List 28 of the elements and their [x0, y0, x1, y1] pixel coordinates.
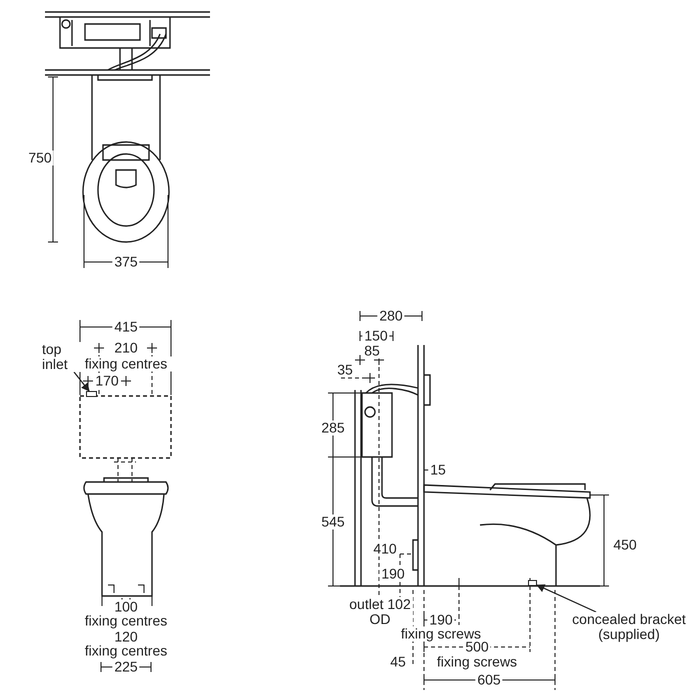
dimension-label: 35 [335, 362, 355, 378]
dimension-label: 45 [388, 654, 408, 670]
dimension-label: 100 [112, 600, 140, 614]
dimension-label: 375 [112, 254, 140, 270]
dimension-label: 605 [475, 672, 503, 688]
dimension-label: 415 [112, 320, 140, 334]
dimension-label: 150 [362, 328, 390, 344]
dimension-label: 410 [371, 542, 399, 556]
dimension-label: 170 [93, 374, 121, 388]
dimension-label: 545 [319, 514, 347, 530]
dimension-label: 750 [26, 150, 54, 166]
dimension-label: 210 [112, 340, 140, 356]
dimension-label: 500 [463, 640, 491, 654]
leader-line [536, 584, 596, 613]
dimension-label: 280 [377, 308, 405, 324]
inlet-fitting [86, 391, 97, 397]
dimension-label: 225 [112, 660, 140, 674]
dimension-label: 85 [362, 344, 382, 358]
callout-label: top inlet [42, 342, 82, 372]
dimension-label: 450 [611, 538, 639, 552]
dimension-label: 190 [427, 612, 455, 628]
dimension-label: 285 [319, 420, 347, 436]
dimension-label: 120 [112, 630, 140, 644]
dimension-label: 15 [428, 462, 448, 478]
callout-label: concealed bracket (supplied) [570, 612, 688, 642]
bracket-fitting [528, 580, 537, 586]
leader-line [74, 372, 90, 392]
dimension-label: 190 [379, 566, 407, 582]
